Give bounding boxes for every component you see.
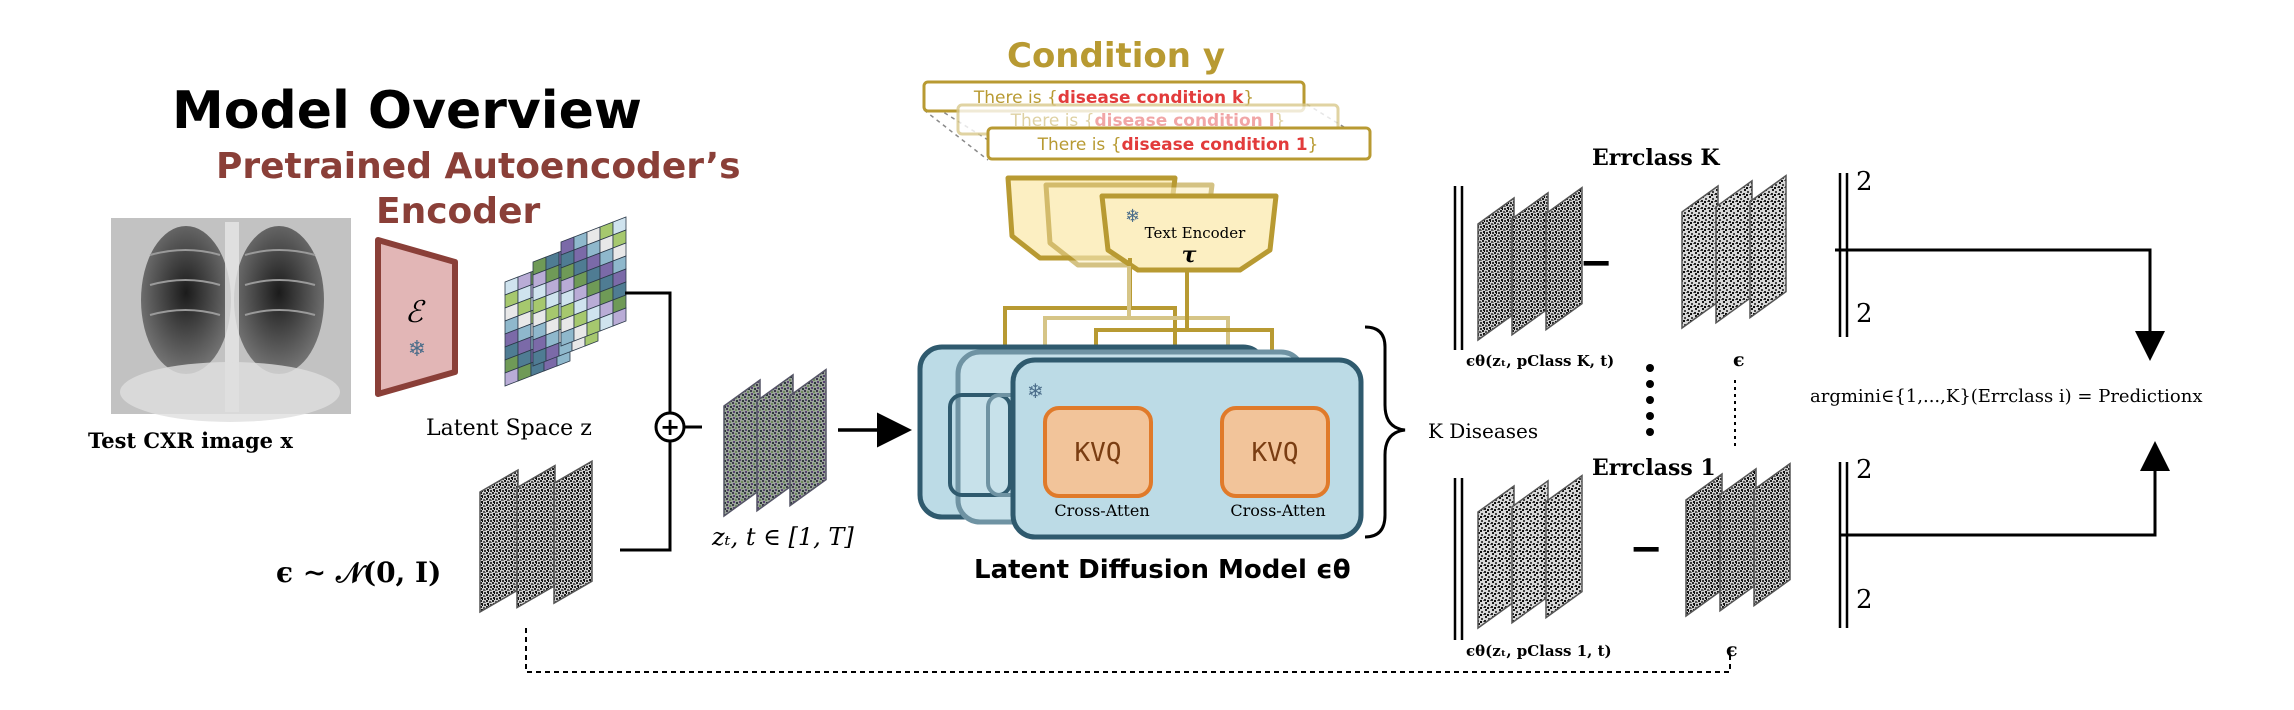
ellipsis-dot-3: [1646, 396, 1654, 404]
noise-sheet: [479, 468, 519, 614]
frozen-snowflake-icon: ❄: [408, 337, 426, 362]
prediction-formula: argmini∈{1,...,K}(Errclass i) = Predicti…: [1810, 386, 2203, 407]
exponent-1: 2: [1856, 455, 1873, 485]
minus-symbol-k: −: [1579, 240, 1613, 286]
noise-sheet: [553, 459, 593, 605]
cxr-image-label: Test CXR image x: [88, 428, 293, 453]
encoder-heading-line2: Encoder: [376, 191, 540, 232]
noise-sheet: [789, 368, 827, 508]
prompt-text-l: There is {disease condition l}: [1010, 111, 1286, 131]
error-class-1-label: Errclass 1: [1592, 455, 1716, 481]
noise-to-plus-line: [620, 441, 672, 552]
noise-sheet: [1749, 174, 1787, 320]
prompt-text-1: There is {disease condition 1}: [1037, 135, 1319, 155]
noise-sheet: [1477, 484, 1515, 630]
noisy-latent-label: zₜ, t ∈ [1, T]: [711, 523, 854, 551]
text-encoder-label: Text Encoder: [1145, 224, 1246, 242]
condition-title: Condition y: [1007, 36, 1225, 76]
predicted-noise-1-stack: [1477, 474, 1583, 630]
predicted-noise-k-stack: [1477, 186, 1583, 342]
noise-sheet: [723, 378, 761, 518]
subscript-1: 2: [1856, 585, 1873, 615]
ellipsis-dot-5: [1646, 428, 1654, 436]
error-class-k-label: Errclass K: [1592, 145, 1720, 171]
latent-space-grid: [504, 216, 627, 387]
ellipsis-dot-1: [1646, 364, 1654, 372]
cxr-image: [111, 218, 351, 422]
pred-k-label: ϵθ(zₜ, 𝐩Class K, t): [1466, 352, 1614, 370]
noise-sheet: [1753, 462, 1791, 608]
kvq-block-1: [1043, 406, 1153, 498]
noise-sheet: [1719, 467, 1757, 613]
noisy-latent-stack: [723, 368, 827, 518]
noise-sheet: [516, 464, 556, 609]
latent-cell: [612, 307, 627, 327]
prompt-stack: There is {disease condition k} There is …: [922, 80, 1372, 161]
pred-1-label: ϵθ(zₜ, 𝐩Class 1, t): [1466, 642, 1612, 660]
noise-sheet: [1715, 179, 1753, 325]
ldm-snowflake-icon: ❄: [1027, 379, 1044, 403]
latent-space-label: Latent Space z: [426, 416, 592, 441]
subscript-k: 2: [1856, 299, 1873, 329]
prompt-box-1: [986, 126, 1372, 161]
true-noise-1-stack: [1685, 462, 1791, 618]
k-diseases-brace: [1364, 325, 1406, 539]
noise-sheet: [1685, 472, 1723, 618]
ellipsis-dot-2: [1646, 380, 1654, 388]
noise-label: ϵ ∼ 𝒩(0, 𝐈): [276, 556, 441, 589]
error-1-to-prediction-arrow: [1840, 441, 2170, 537]
noise-sheet: [1511, 479, 1549, 625]
eps-k-label: ϵ: [1733, 349, 1745, 371]
encoder-block: [375, 237, 458, 397]
norm-bars-1: [1453, 462, 1849, 640]
noise-sheet: [1511, 191, 1549, 337]
noise-epsilon-stack: [479, 459, 593, 614]
ellipsis-dot-4: [1646, 412, 1654, 420]
noise-sheet: [1545, 186, 1583, 332]
minus-symbol-1: −: [1629, 526, 1663, 572]
latent-to-plus-line: [625, 291, 672, 413]
cross-attention-label-2: Cross-Atten: [1230, 501, 1325, 520]
exponent-k: 2: [1856, 167, 1873, 197]
kvq-label-1: KVQ: [1075, 438, 1122, 468]
noise-sheet: [756, 373, 794, 513]
encoder-symbol: ℰ: [405, 295, 426, 330]
text-encoder-stack: [1005, 175, 1279, 273]
encoder-heading-line1: Pretrained Autoencoder’s: [216, 146, 741, 187]
page-title: Model Overview: [172, 81, 642, 141]
error-k-to-prediction-arrow: [1835, 248, 2165, 361]
add-symbol: +: [660, 413, 680, 441]
k-diseases-label: K Diseases: [1428, 419, 1538, 443]
kvq-label-2: KVQ: [1252, 438, 1299, 468]
eps-1-label: ϵ: [1726, 639, 1738, 661]
kvq-block-2: [1220, 406, 1330, 498]
cross-attention-label-1: Cross-Atten: [1054, 501, 1149, 520]
noise-sheet: [1477, 196, 1515, 342]
text-encoder-snowflake-icon: ❄: [1125, 206, 1140, 227]
prompt-text-k: There is {disease condition k}: [973, 88, 1254, 108]
noise-to-eps-dotted-line: [525, 628, 1731, 673]
norm-bars-k: [1453, 173, 1849, 350]
ldm-title: Latent Diffusion Model ϵθ: [974, 555, 1351, 585]
noise-sheet: [1681, 184, 1719, 330]
noise-sheet: [1545, 474, 1583, 620]
text-encoder-symbol: τ: [1182, 242, 1197, 268]
true-noise-k-stack: [1681, 174, 1787, 330]
